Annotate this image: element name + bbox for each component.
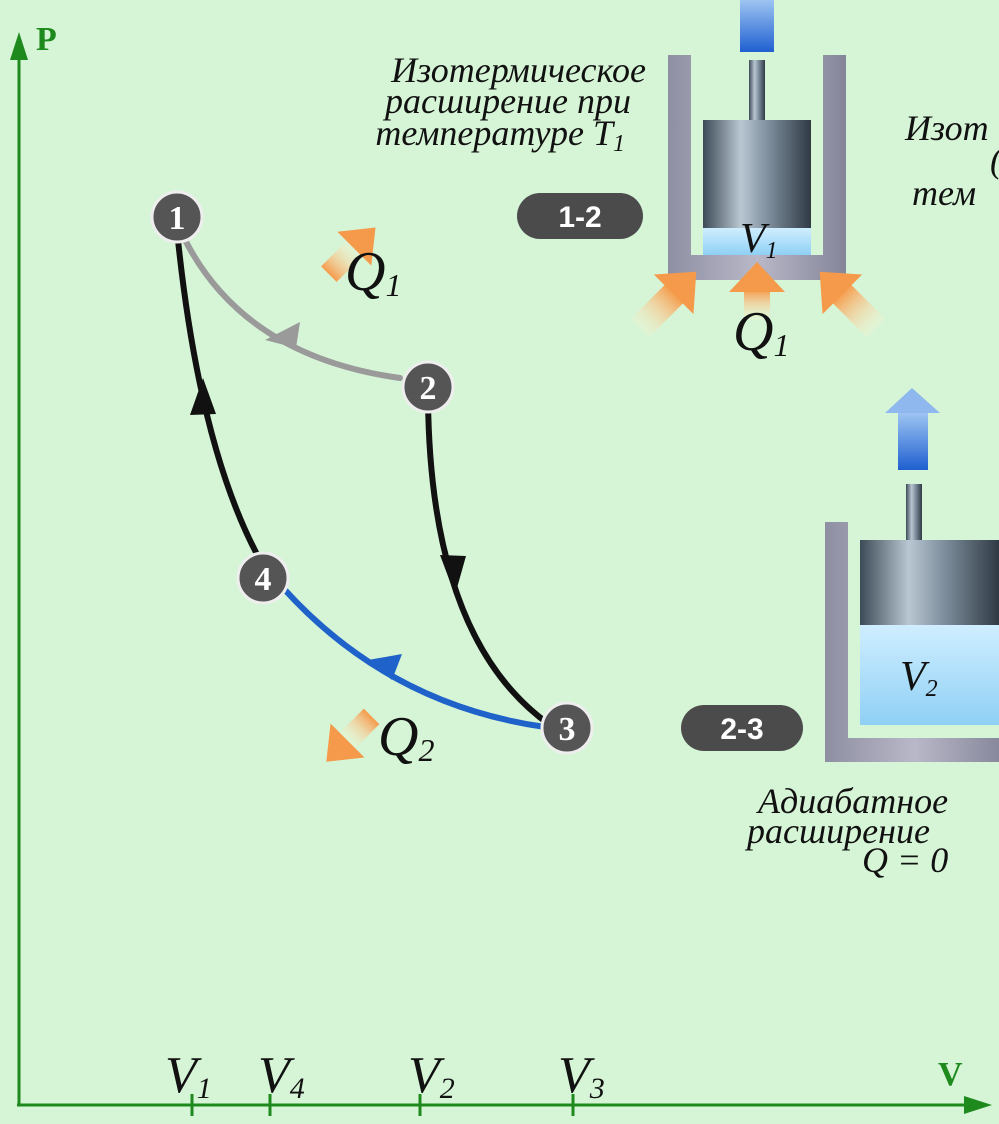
- adiabat-2-3: [425, 395, 553, 728]
- tick-label-v4: V4: [258, 1047, 305, 1105]
- stage-1-2-volume-label: V1: [740, 216, 778, 264]
- adiabat-4-1: [175, 237, 263, 563]
- arrow-2-3: [440, 555, 466, 595]
- stage-1-2: Изотермическое расширение при температур…: [375, 0, 886, 363]
- stage-2-3: V2 2-3 Адиабатное расширение Q = 0: [681, 388, 999, 880]
- stage-1-2-piston-rod: [749, 60, 765, 122]
- point-1: 1: [150, 190, 204, 244]
- stage-2-3-piston-rod: [906, 484, 922, 544]
- svg-text:3: 3: [559, 711, 576, 748]
- x-axis-arrowhead: [964, 1096, 992, 1114]
- v-ticks: V1 V4 V2 V3: [165, 1047, 605, 1116]
- stage-1-2-piston: [703, 120, 811, 228]
- point-4: 4: [236, 551, 290, 605]
- stage-1-2-heat-arrows: [630, 262, 886, 338]
- label-q1: Q1: [345, 241, 401, 303]
- stage-2-3-piston: [860, 540, 999, 625]
- heat-arrow-left: [630, 271, 697, 338]
- cycle-curves: [175, 222, 553, 730]
- y-axis-arrowhead: [10, 32, 28, 60]
- heat-out-arrow: [326, 708, 380, 762]
- stage-2-3-badge: [681, 705, 803, 751]
- svg-text:2: 2: [420, 370, 437, 407]
- point-3: 3: [540, 701, 594, 755]
- stage-2-3-piston-lift-arrow: [885, 388, 940, 470]
- point-2: 2: [401, 360, 455, 414]
- stage-2-3-volume-label: V2: [900, 654, 938, 702]
- tick-label-v1: V1: [165, 1047, 212, 1105]
- stage-2-3-gas: [860, 625, 999, 725]
- heat-arrow-right: [819, 271, 886, 338]
- svg-text:1: 1: [169, 200, 186, 237]
- stage-2-3-badge-label: 2-3: [720, 713, 763, 746]
- stage-1-2-gas: [703, 228, 811, 255]
- stage-1-2-badge: [517, 193, 643, 239]
- isotherm-3-4: [282, 587, 548, 730]
- svg-text:4: 4: [255, 561, 272, 598]
- arrow-3-4: [368, 654, 402, 680]
- tick-label-v2: V2: [408, 1047, 455, 1105]
- state-points: 1 2 3 4: [150, 190, 594, 755]
- heat-arrow-center: [729, 262, 785, 320]
- x-axis-label: V: [938, 1056, 963, 1093]
- axes: P V: [10, 21, 992, 1114]
- isotherm-1-2: [175, 222, 403, 381]
- label-q2: Q2: [378, 706, 434, 768]
- arrow-1-2: [265, 322, 300, 348]
- arrow-4-1: [190, 378, 216, 415]
- heat-in-arrow: [321, 227, 376, 282]
- stage-1-2-piston-push-arrow: [740, 0, 774, 52]
- stage-1-2-caption: Изотермическое расширение при температур…: [375, 50, 655, 157]
- stage-3-4-caption-partial: Изот ( тем: [904, 108, 999, 213]
- stage-1-2-heat-label: Q1: [733, 301, 789, 363]
- y-axis-label: P: [36, 21, 57, 58]
- tick-label-v3: V3: [558, 1047, 605, 1105]
- stage-2-3-caption: Адиабатное расширение Q = 0: [744, 781, 957, 880]
- heat-arrows: Q1 Q2: [321, 227, 434, 768]
- stage-1-2-badge-label: 1-2: [558, 201, 601, 234]
